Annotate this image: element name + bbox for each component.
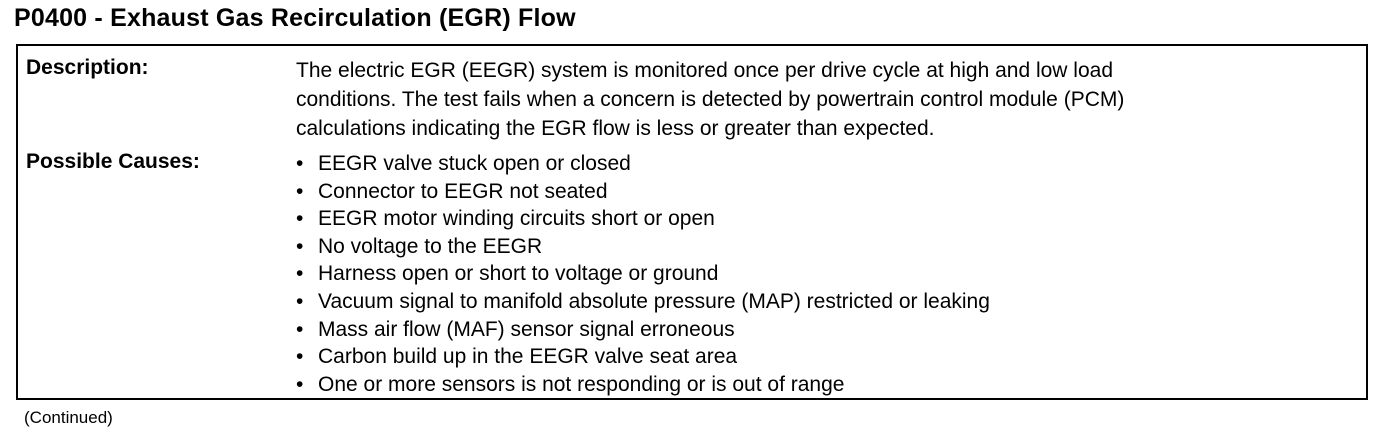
cause-text: Mass air flow (MAF) sensor signal errone… <box>318 317 735 341</box>
list-item: • Carbon build up in the EEGR valve seat … <box>296 343 1356 371</box>
possible-causes-list: • EEGR valve stuck open or closed • Connec… <box>296 150 1356 398</box>
bullet-icon: • <box>296 179 304 203</box>
bullet-icon: • <box>296 234 304 258</box>
bullet-icon: • <box>296 289 304 313</box>
description-line: conditions. The test fails when a concer… <box>296 88 1125 111</box>
list-item: • One or more sensors is not responding o… <box>296 371 1356 399</box>
list-item: • No voltage to the EEGR <box>296 233 1356 261</box>
description-label: Description: <box>26 56 149 79</box>
description-line: calculations indicating the EGR flow is … <box>296 117 935 140</box>
page-title: P0400 - Exhaust Gas Recirculation (EGR) … <box>14 4 576 32</box>
continued-note: (Continued) <box>24 408 113 427</box>
bullet-icon: • <box>296 317 304 341</box>
diagnostic-table: Description: The electric EGR (EEGR) sys… <box>16 44 1368 400</box>
cause-text: Harness open or short to voltage or grou… <box>318 262 719 286</box>
cause-text: Vacuum signal to manifold absolute press… <box>318 289 990 313</box>
list-item: • EEGR motor winding circuits short or op… <box>296 205 1356 233</box>
list-item: • Harness open or short to voltage or gro… <box>296 260 1356 288</box>
bullet-icon: • <box>296 207 304 231</box>
cause-text: No voltage to the EEGR <box>318 234 543 258</box>
cause-text: EEGR motor winding circuits short or ope… <box>318 207 715 231</box>
cause-text: EEGR valve stuck open or closed <box>318 152 631 175</box>
description-line: The electric EGR (EEGR) system is monito… <box>296 59 1114 82</box>
list-item: • Mass air flow (MAF) sensor signal erron… <box>296 316 1356 344</box>
list-item: • EEGR valve stuck open or closed <box>296 150 1356 178</box>
bullet-icon: • <box>296 372 304 396</box>
cause-text: Connector to EEGR not seated <box>318 179 608 203</box>
list-item: • Vacuum signal to manifold absolute pres… <box>296 288 1356 316</box>
possible-causes-label: Possible Causes: <box>26 150 200 173</box>
list-item: • Connector to EEGR not seated <box>296 178 1356 206</box>
description-text: The electric EGR (EEGR) system is monito… <box>296 56 1356 143</box>
bullet-icon: • <box>296 345 304 369</box>
cause-text: Carbon build up in the EEGR valve seat a… <box>318 345 738 369</box>
cause-text: One or more sensors is not responding or… <box>318 372 845 396</box>
possible-causes-content: • EEGR valve stuck open or closed • Connec… <box>296 150 1356 398</box>
bullet-icon: • <box>296 262 304 286</box>
bullet-icon: • <box>296 152 304 175</box>
